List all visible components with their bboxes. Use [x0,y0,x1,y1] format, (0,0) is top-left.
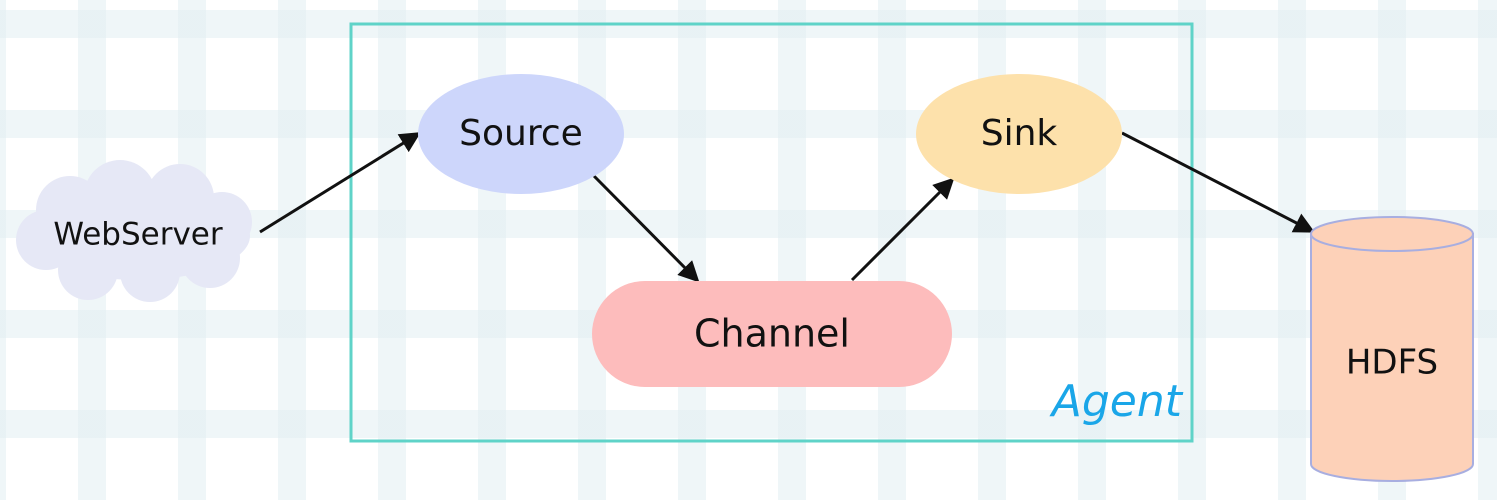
sink-ellipse [916,74,1122,194]
source-label: Source [459,113,583,154]
webserver-node: WebServer [16,160,252,302]
sink-node: Sink [916,74,1122,194]
cylinder-body [1310,233,1474,482]
edge-source-to-channel [592,174,700,283]
hdfs-label: HDFS [1346,343,1438,383]
cloud-shape [16,160,252,302]
agent-group-border [349,22,1194,443]
channel-stadium [592,281,952,387]
source-ellipse [418,74,624,194]
source-node: Source [418,74,624,194]
webserver-label: WebServer [53,217,222,253]
hdfs-node: HDFS [1310,216,1474,482]
edge-sink-to-hdfs [1121,131,1316,233]
sink-label: Sink [981,113,1058,154]
channel-node: Channel [592,281,952,387]
cylinder-top [1310,216,1474,252]
agent-group-label: Agent [1049,376,1184,427]
edge-channel-to-sink [850,177,955,282]
edge-webserver-to-source [259,132,421,234]
channel-label: Channel [694,312,850,356]
